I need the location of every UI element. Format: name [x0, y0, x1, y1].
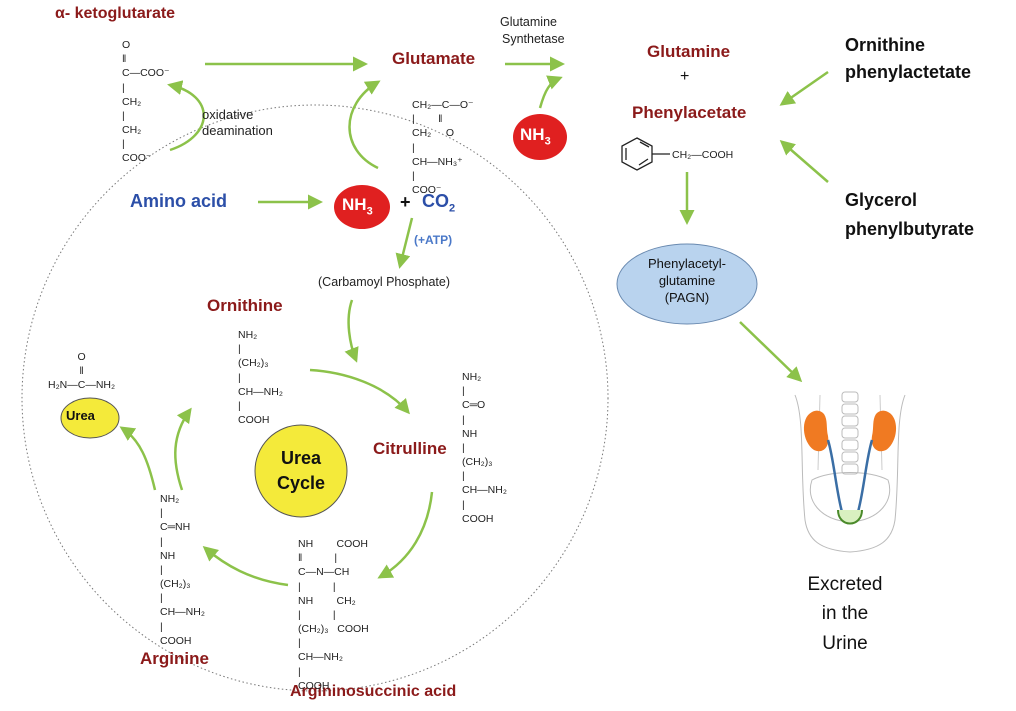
- glutamine-synthetase-label-1: Glutamine: [500, 15, 557, 29]
- urea-cycle-label: Urea Cycle: [255, 446, 347, 496]
- arrow-carbamoyl-down: [344, 299, 359, 363]
- ornithine-phenylacetate-label-2: phenylactetate: [845, 62, 972, 82]
- pagn-label-line-1: Phenylacetyl-: [647, 256, 727, 271]
- glutamine-synthetase-label-2: Synthetase: [502, 32, 565, 46]
- argininosuccinic-acid-label: Argininosuccinic acid: [290, 683, 457, 700]
- arrow-ornithine-phenylacetate: [779, 70, 829, 106]
- pagn-label-line-3: (PAGN): [664, 289, 710, 305]
- ornithine-structure: NH₂ | (CH₂)₃ | CH—NH₂ | COOH: [238, 329, 283, 427]
- glutamine-label: Glutamine: [647, 42, 731, 61]
- ornithine-label: Ornithine: [207, 296, 283, 315]
- arrow-nh3-into-synthetase: [538, 75, 563, 109]
- urea-oval: [60, 397, 120, 439]
- deamination-label: deamination: [202, 123, 273, 138]
- arrow-pagn-to-urine: [739, 321, 803, 383]
- akg-structure: O ‖ C—COO⁻ | CH₂ | CH₂ | COO⁻: [122, 39, 170, 165]
- argininosuccinate-structure: NH COOH ‖ | C—N—CH | | NH CH₂ | | (CH₂)₃…: [298, 538, 369, 692]
- excreted-label-2: in the: [821, 603, 869, 625]
- arrow-nh3-to-glutamate: [348, 80, 381, 170]
- alpha-ketoglutarate-label: α- ketoglutarate: [55, 5, 176, 22]
- nh3-oval-center: [334, 185, 390, 229]
- arrow-ornithine-to-citrulline: [309, 368, 410, 415]
- glutamate-label: Glutamate: [392, 49, 476, 68]
- amino-acid-label: Amino acid: [130, 191, 228, 211]
- glutamate-structure: CH₂—C—O⁻ | ‖ CH₂ O | CH—NH₃⁺ | COO⁻: [412, 99, 474, 197]
- arrow-oxidative-deamination: [167, 80, 205, 152]
- arrow-argininosuccinate-to-arginine: [202, 546, 289, 587]
- pagn-oval: [616, 243, 758, 325]
- urea-cycle-label-1: Urea: [280, 448, 322, 468]
- co2-label: CO2: [422, 191, 456, 215]
- carbamoyl-phosphate-label: (Carbamoyl Phosphate): [318, 275, 451, 289]
- arrow-arginine-to-ornithine: [174, 407, 192, 491]
- phenylacetate-structure: CH₂—COOH: [672, 149, 734, 161]
- urea-cycle-label-2: Cycle: [276, 473, 326, 494]
- benzene-ring-icon: [621, 137, 670, 171]
- arrow-glycerol-phenylbutyrate: [779, 140, 829, 183]
- citrulline-structure: NH₂ | C═O | NH | (CH₂)₃ | CH—NH₂ | COOH: [462, 371, 507, 525]
- arginine-structure: NH₂ | C═NH | NH | (CH₂)₃ | CH—NH₂ | COOH: [160, 493, 205, 647]
- nh3-label-center: NH3: [342, 195, 373, 218]
- oxidative-label: oxidative: [202, 107, 254, 122]
- nh3-label-right: NH3: [520, 125, 551, 148]
- arrow-citrulline-to-argininosuccinate: [377, 491, 434, 579]
- pagn-label: Phenylacetyl- glutamine (PAGN): [617, 256, 757, 307]
- excreted-label-3: Urine: [822, 632, 868, 654]
- citrulline-label: Citrulline: [373, 439, 447, 458]
- phenylacetate-label: Phenylacetate: [632, 103, 747, 122]
- plus-sign: +: [680, 68, 690, 85]
- kidney-body-illustration: [794, 391, 906, 553]
- excreted-label: Excreted in the Urine: [795, 570, 895, 658]
- excreted-label-1: Excreted: [807, 574, 883, 595]
- glycerol-phenylbutyrate-label-2: phenylbutyrate: [845, 219, 975, 239]
- plus-sign-center: +: [400, 192, 411, 212]
- urea-structure: O ‖ H₂N—C—NH₂: [48, 351, 116, 392]
- ornithine-phenylacetate-label-1: Ornithine: [845, 35, 925, 55]
- atp-label: (+ATP): [414, 233, 453, 247]
- nh3-oval-right: [513, 114, 567, 160]
- urea-cycle-boundary: [21, 104, 609, 692]
- arrow-to-carbamoyl-phosphate: [395, 217, 414, 269]
- urea-cycle-oval: [254, 424, 348, 518]
- glycerol-phenylbutyrate-label-1: Glycerol: [845, 190, 918, 210]
- arginine-label: Arginine: [140, 649, 209, 668]
- pagn-label-line-2: glutamine: [658, 272, 716, 288]
- arrow-arginine-to-urea: [119, 426, 157, 491]
- urea-label: Urea: [66, 408, 95, 423]
